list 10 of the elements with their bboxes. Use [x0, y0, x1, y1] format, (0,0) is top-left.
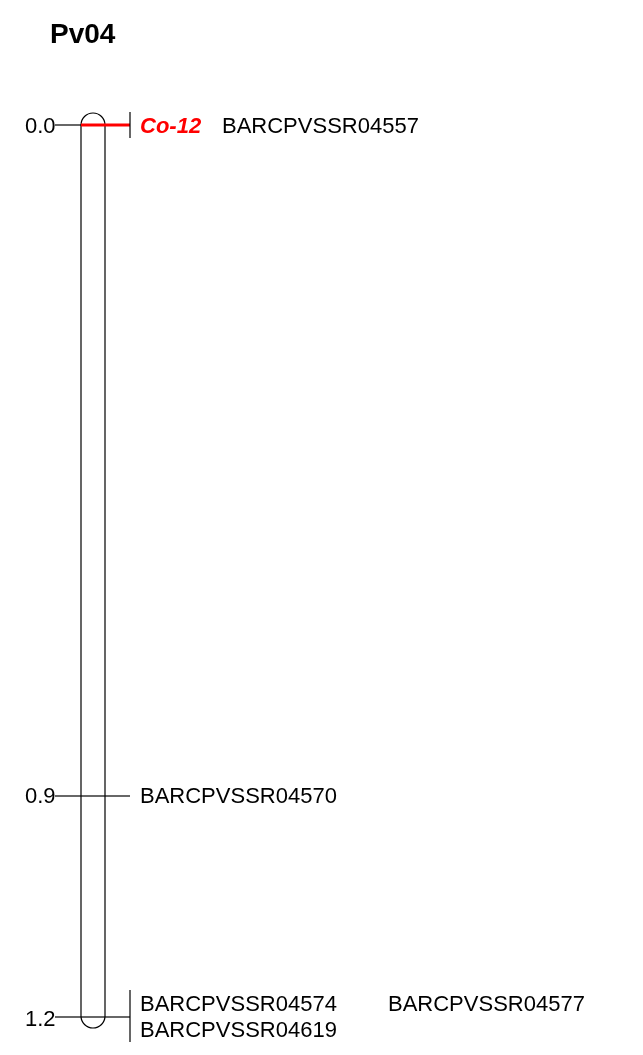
map-title: Pv04	[50, 17, 116, 51]
marker-label: BARCPVSSR04570	[140, 783, 337, 809]
position-label: 0.9	[25, 783, 56, 809]
marker-label: BARCPVSSR04574	[140, 991, 337, 1017]
position-label: 1.2	[25, 1006, 56, 1032]
position-label: 0.0	[25, 113, 56, 139]
gene-label: Co-12	[140, 113, 202, 139]
marker-label: BARCPVSSR04557	[222, 113, 419, 139]
marker-label: BARCPVSSR04577	[388, 991, 585, 1017]
marker-label: BARCPVSSR04619	[140, 1017, 337, 1043]
